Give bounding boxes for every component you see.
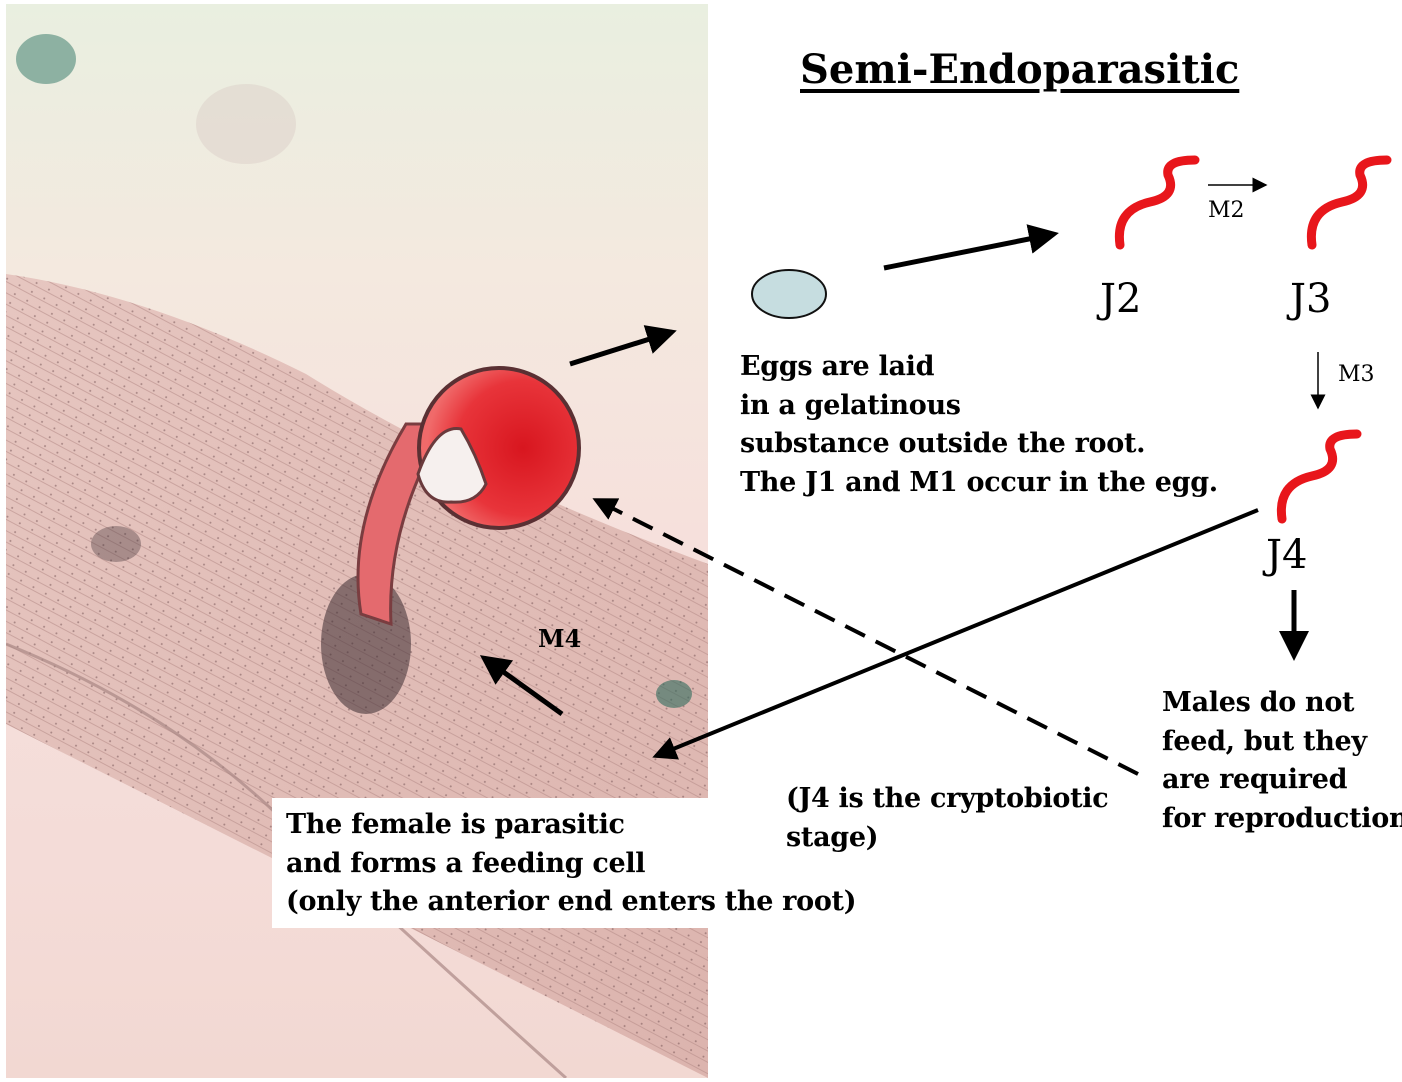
male-note-line: for reproduction bbox=[1162, 800, 1402, 839]
egg-note: Eggs are laid in a gelatinous substance … bbox=[740, 348, 1218, 502]
egg-note-line: substance outside the root. bbox=[740, 425, 1218, 464]
male-note-line: are required bbox=[1162, 761, 1402, 800]
female-note: The female is parasitic and forms a feed… bbox=[286, 806, 856, 922]
male-note-line: feed, but they bbox=[1162, 723, 1402, 762]
egg-note-line: Eggs are laid bbox=[740, 348, 1218, 387]
molt-label-m3: M3 bbox=[1338, 362, 1375, 387]
page-title: Semi-Endoparasitic bbox=[800, 46, 1239, 93]
female-note-line: The female is parasitic bbox=[286, 806, 856, 845]
female-note-line: and forms a feeding cell bbox=[286, 845, 856, 884]
stain-spot bbox=[16, 34, 76, 84]
stage-label-j3: J3 bbox=[1290, 276, 1331, 322]
egg-icon bbox=[748, 266, 830, 322]
egg-note-line: The J1 and M1 occur in the egg. bbox=[740, 464, 1218, 503]
male-note-line: Males do not bbox=[1162, 684, 1402, 723]
molt-label-m2: M2 bbox=[1208, 198, 1245, 223]
j3-nematode-icon bbox=[1302, 150, 1402, 250]
egg-note-line: in a gelatinous bbox=[740, 387, 1218, 426]
male-note: Males do not feed, but they are required… bbox=[1162, 684, 1402, 838]
arrow-egg-to-j2 bbox=[884, 234, 1054, 268]
j4-nematode-icon bbox=[1272, 424, 1372, 524]
stage-label-j2: J2 bbox=[1100, 276, 1141, 322]
feeding-site bbox=[91, 526, 141, 562]
stain-spot bbox=[196, 84, 296, 164]
female-note-line: (only the anterior end enters the root) bbox=[286, 883, 856, 922]
stain-spot bbox=[656, 680, 692, 708]
molt-label-m4: M4 bbox=[538, 624, 581, 653]
stage-label-j4: J4 bbox=[1266, 532, 1307, 578]
j2-nematode-icon bbox=[1110, 150, 1210, 250]
